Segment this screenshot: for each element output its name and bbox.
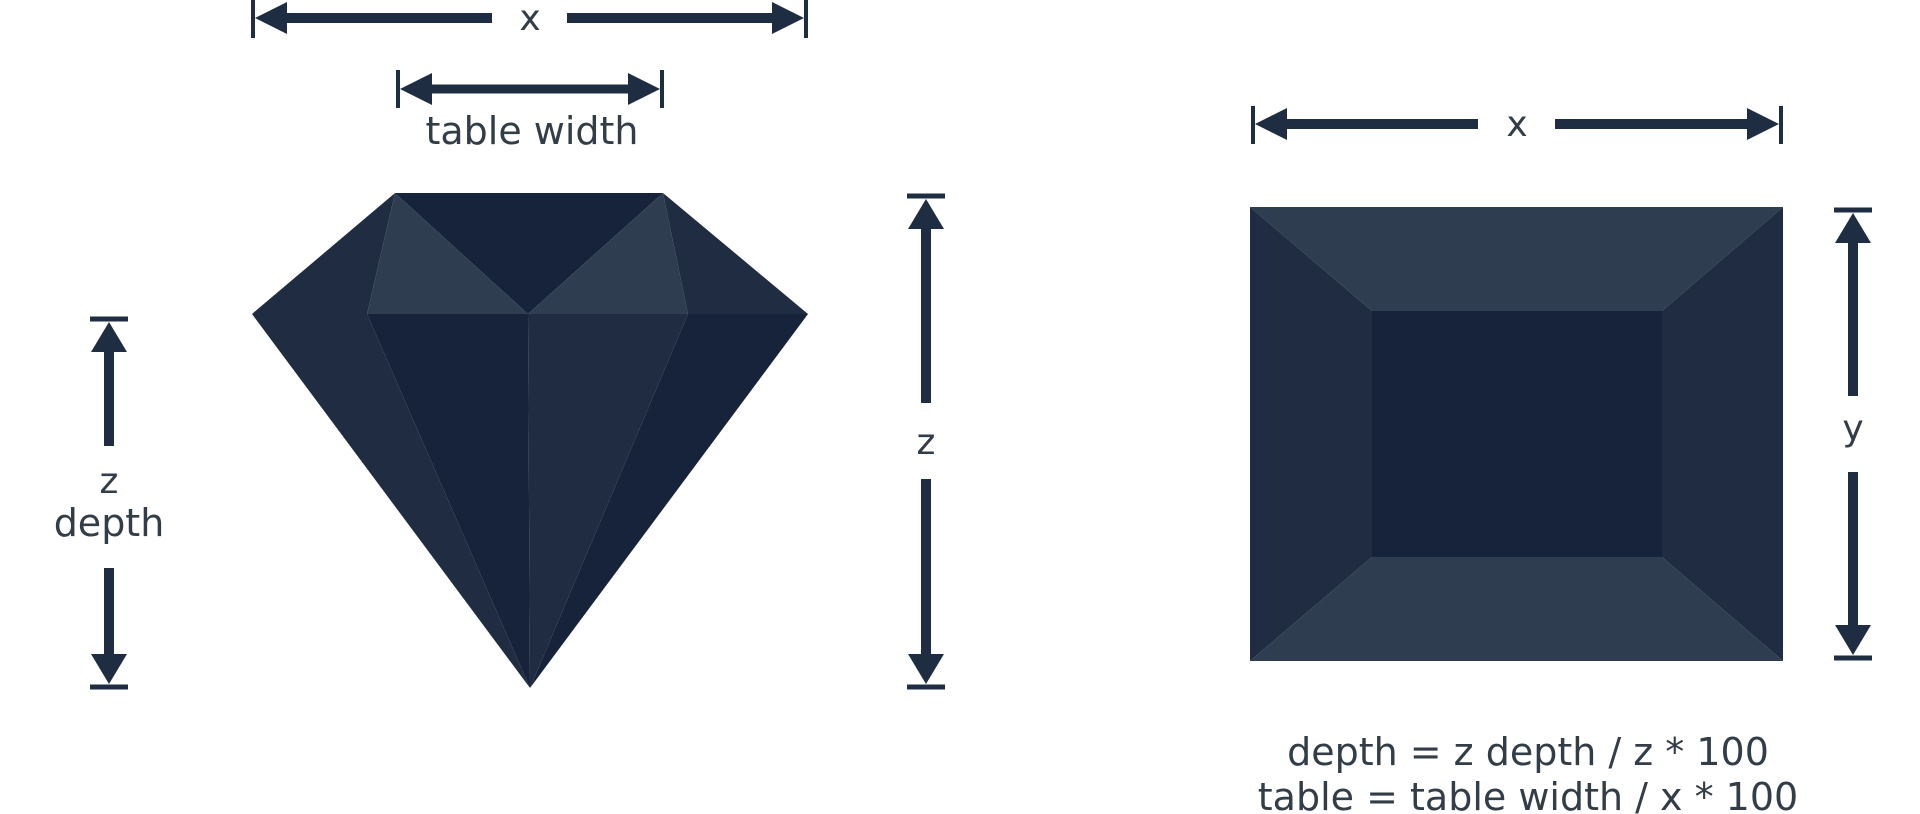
diamond-facet-star-right	[528, 193, 688, 314]
top-facet-left	[1250, 207, 1372, 661]
top-facet-bottom	[1250, 557, 1783, 661]
dimension-z-depth-label-z: z	[100, 461, 119, 502]
diamond-facet-pavilion-left	[367, 314, 530, 688]
dimension-x-side	[251, 0, 808, 38]
diamond-side-view	[252, 193, 808, 688]
dimension-x-side-label: x	[519, 0, 540, 39]
formula-depth: depth = z depth / z * 100	[1287, 730, 1769, 774]
dimension-table-width-label: table width	[425, 109, 638, 153]
diamond-facet-crown-right	[663, 193, 808, 314]
dimension-table-width	[396, 70, 664, 108]
dimension-z-height-label: z	[917, 422, 936, 463]
formula-table: table = table width / x * 100	[1258, 775, 1798, 814]
diamond-facet-table	[395, 193, 663, 314]
top-facet-right	[1662, 207, 1783, 661]
dimension-y-top-label: y	[1842, 408, 1863, 449]
dimension-z-depth-label-depth: depth	[54, 501, 165, 545]
dimension-x-top-label: x	[1506, 104, 1527, 145]
diamond-facet-pavilion-outer-left	[252, 314, 530, 688]
dimension-z-height	[907, 193, 945, 690]
diamond-facet-pavilion-outer-right	[530, 314, 808, 688]
diamond-facet-pavilion-right	[528, 314, 688, 688]
top-facet-table	[1372, 311, 1662, 557]
diamond-facet-crown-left	[252, 193, 395, 314]
diamond-top-view	[1250, 207, 1783, 661]
diamond-facet-star-left	[367, 193, 528, 314]
dimension-x-top	[1251, 106, 1783, 144]
dimension-z-depth	[90, 316, 128, 690]
dimension-y-top	[1834, 207, 1872, 661]
top-facet-top	[1250, 207, 1783, 311]
